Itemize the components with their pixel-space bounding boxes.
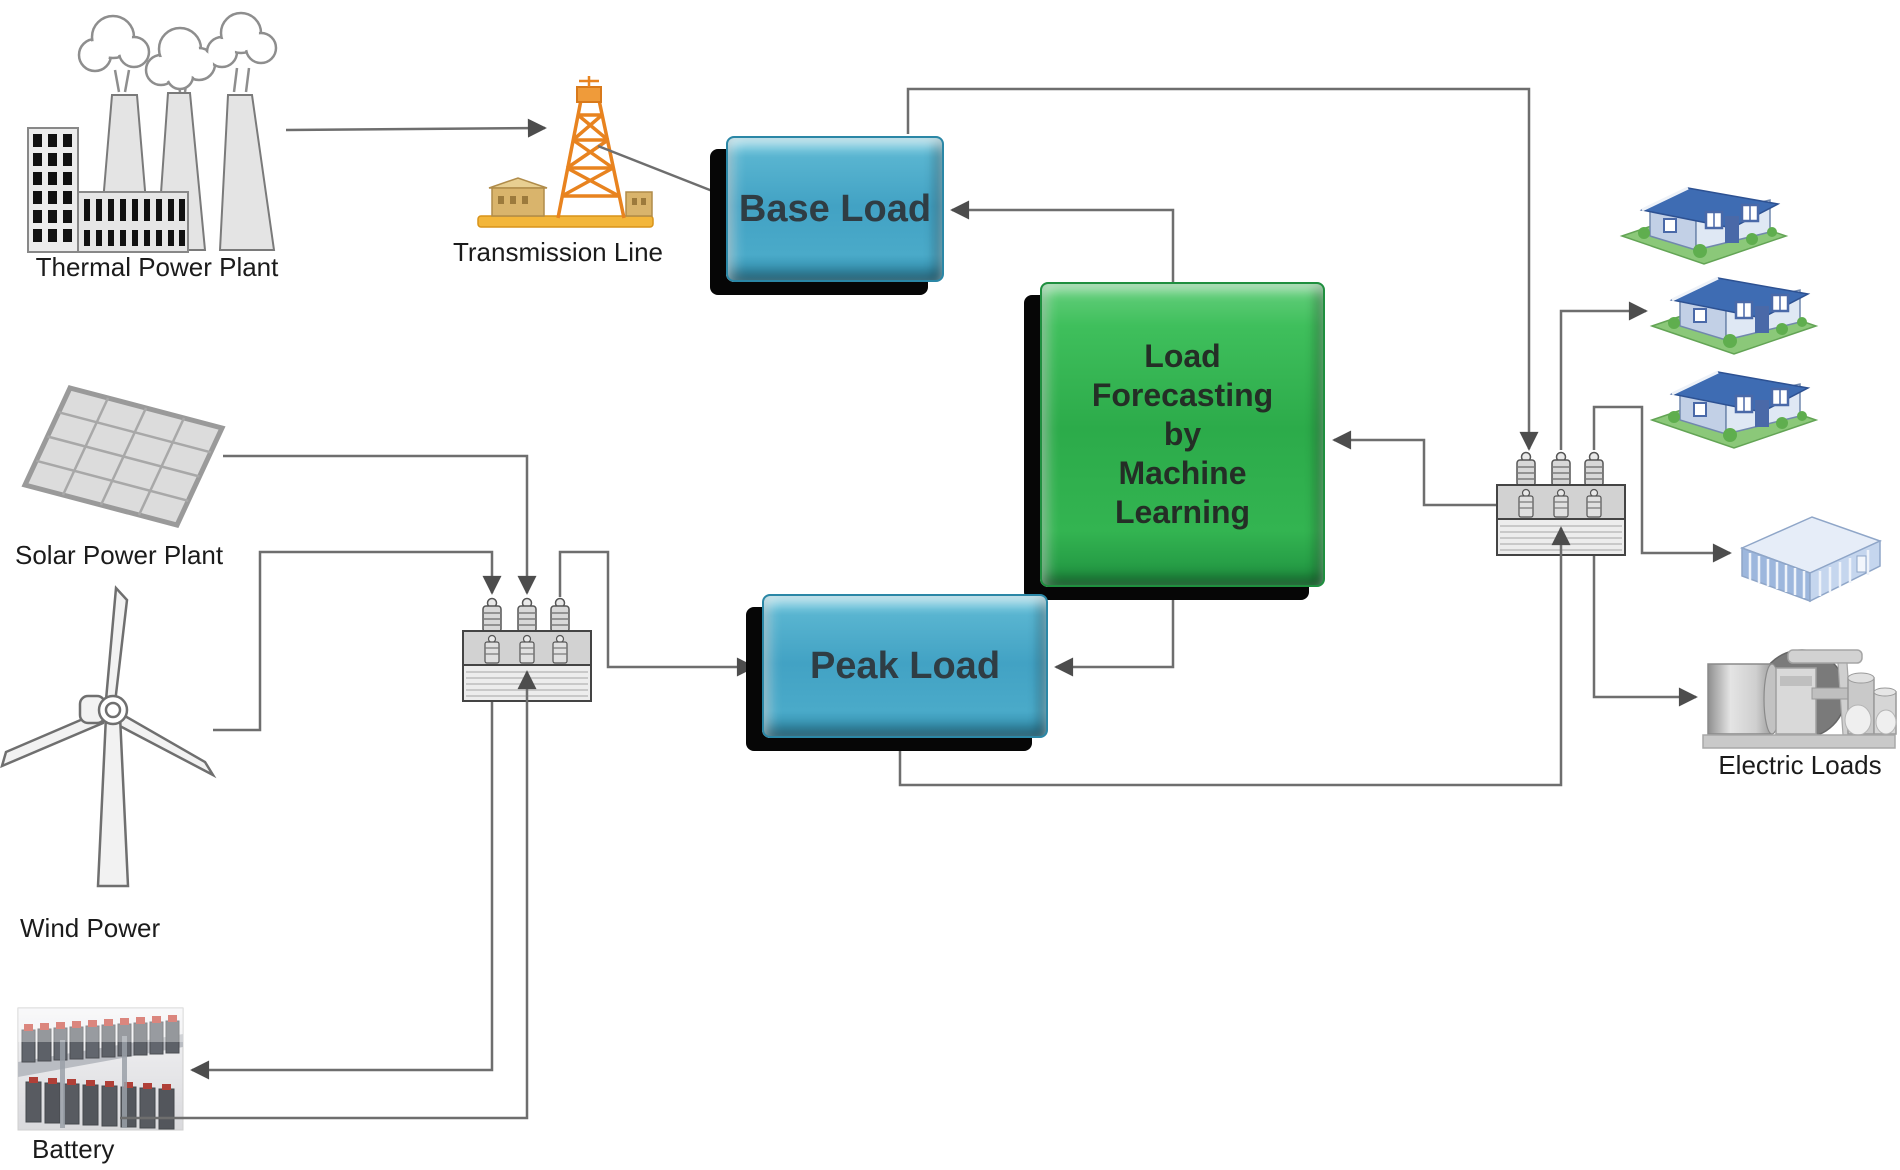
- wire-peak-load-to-right-transformer: [898, 526, 1571, 787]
- wire-tower-to-base-load: [597, 144, 750, 208]
- wire-left-transformer-to-battery: [190, 702, 494, 1080]
- battery-icon: [17, 1007, 184, 1131]
- peak-load-node: Peak Load: [762, 594, 1048, 738]
- thermal-power-plant-label: Thermal Power Plant: [35, 252, 279, 282]
- wire-wind-to-left-transformer: [213, 550, 502, 732]
- battery-label: Battery: [32, 1134, 115, 1164]
- wire-thermal-to-tower: [285, 118, 547, 138]
- solar-power-plant-icon: [21, 385, 226, 528]
- thermal-power-plant-icon: [27, 11, 278, 253]
- wire-base-load-to-right-transformer: [906, 87, 1539, 451]
- wire-right-transformer-to-loads: [1592, 556, 1698, 707]
- base-load-node: Base Load: [726, 136, 944, 282]
- solar-power-plant-label: Solar Power Plant: [15, 540, 224, 570]
- electric-loads-label: Electric Loads: [1718, 750, 1882, 780]
- wire-battery-to-left-transformer: [120, 670, 537, 1120]
- load-forecasting-node: Load Forecasting by Machine Learning: [1040, 282, 1325, 587]
- peak-load-label: Peak Load: [809, 644, 1001, 687]
- electric-loads-icon: [1702, 649, 1897, 749]
- transmission-line-icon: [477, 76, 654, 228]
- wire-right-transformer-to-forecast: [1332, 430, 1496, 507]
- wire-forecast-to-base-load: [950, 200, 1175, 284]
- building-icon: [1740, 516, 1882, 603]
- wire-solar-to-left-transformer: [223, 454, 537, 595]
- wire-right-transformer-to-building: [1592, 405, 1732, 563]
- wire-left-transformer-to-peak-load: [558, 550, 756, 677]
- wire-forecast-to-peak-load: [1054, 595, 1175, 677]
- load-forecasting-label: Load Forecasting by Machine Learning: [1091, 337, 1274, 531]
- wire-right-transformer-to-houses: [1559, 301, 1648, 450]
- wind-power-label: Wind Power: [20, 913, 161, 943]
- base-load-label: Base Load: [738, 187, 932, 230]
- transmission-line-label: Transmission Line: [452, 237, 663, 267]
- wind-power-icon: [0, 585, 217, 888]
